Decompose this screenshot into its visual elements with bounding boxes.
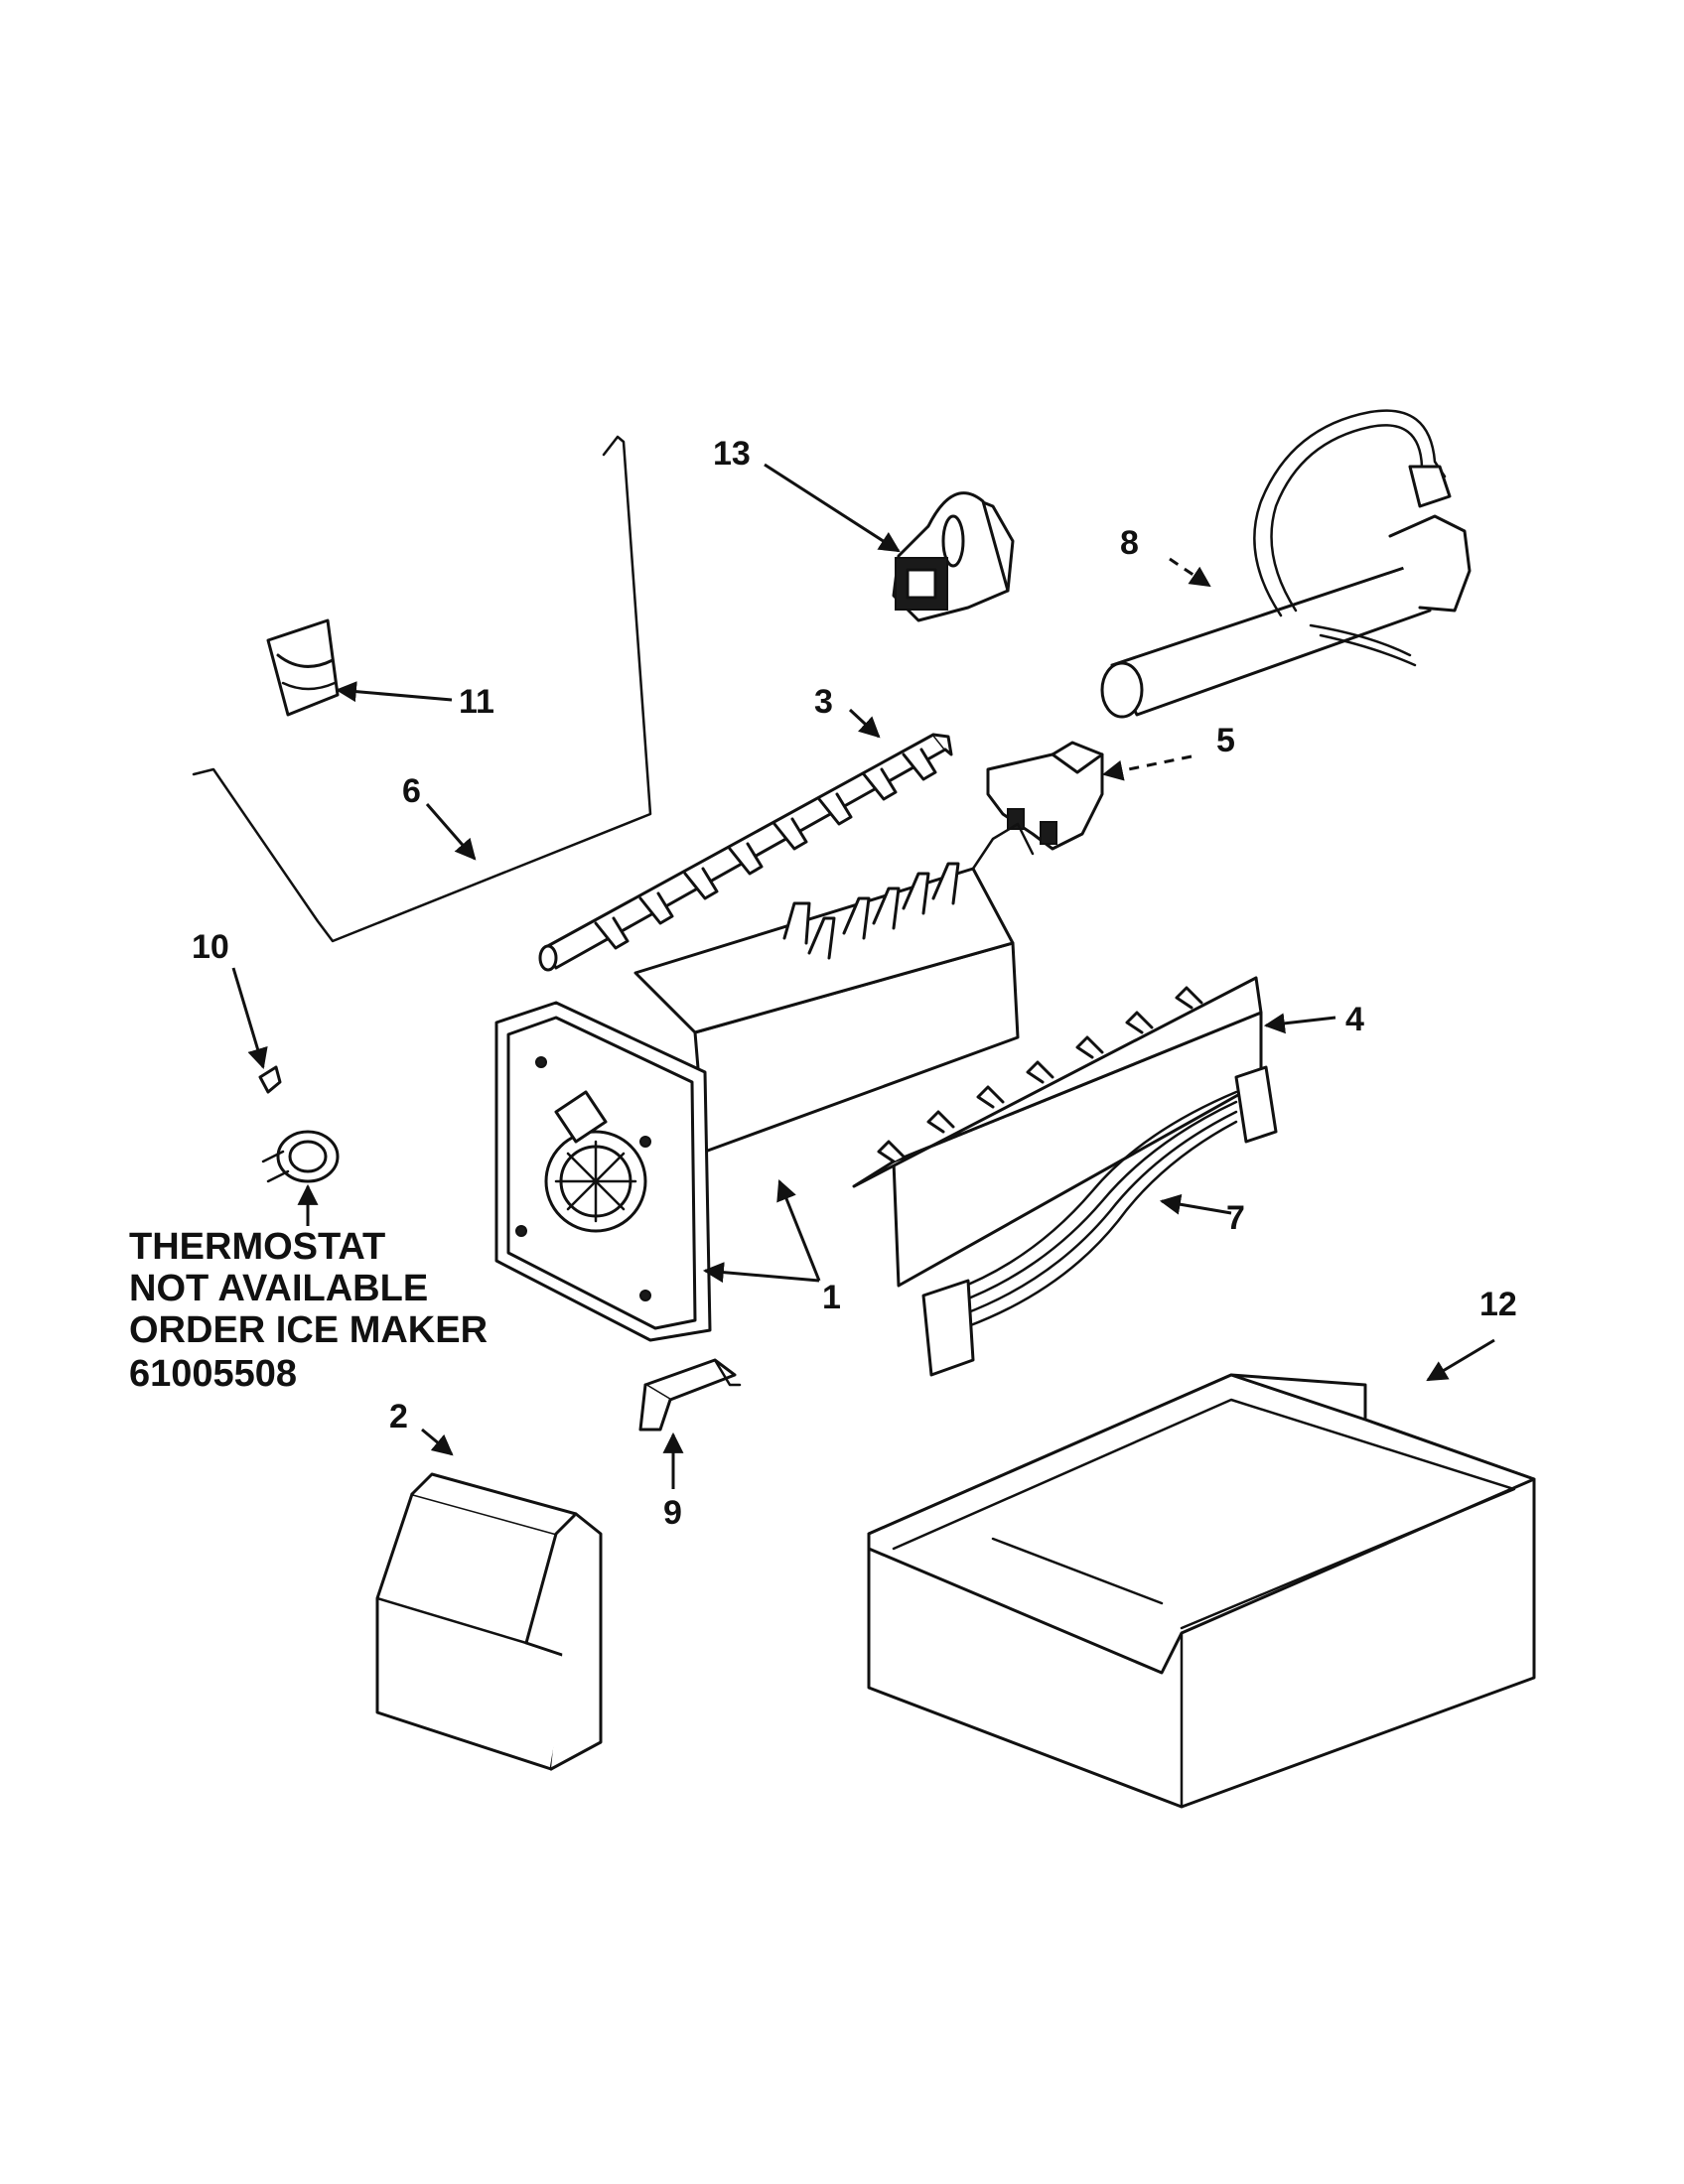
leader-4 <box>1263 1013 1336 1034</box>
callout-1: 1 <box>822 1279 841 1316</box>
callout-9: 9 <box>663 1494 682 1532</box>
part-3-ejector <box>538 733 953 972</box>
leader-12 <box>1426 1338 1495 1382</box>
leader-1a <box>702 1262 820 1284</box>
note-line-1: THERMOSTAT <box>129 1226 385 1268</box>
leader-6 <box>425 803 477 861</box>
part-10-thermostat <box>258 1065 340 1183</box>
note-line-2: NOT AVAILABLE <box>129 1268 428 1309</box>
note-part-number: 61005508 <box>129 1353 297 1395</box>
part-7-wire-harness <box>921 1065 1278 1377</box>
callout-5: 5 <box>1216 722 1235 759</box>
leader-7 <box>1159 1193 1232 1215</box>
callout-11: 11 <box>459 683 494 721</box>
callout-4: 4 <box>1345 1001 1364 1038</box>
leader-lines <box>231 463 1495 1489</box>
part-11-clip <box>266 618 340 717</box>
part-8-fill-tube <box>1100 409 1472 719</box>
part-9-clip <box>638 1358 742 1432</box>
part-13-cover <box>892 491 1015 622</box>
callout-6: 6 <box>402 772 421 810</box>
callout-7: 7 <box>1226 1199 1245 1237</box>
leader-3 <box>848 708 881 739</box>
callout-2: 2 <box>389 1398 408 1435</box>
callout-3: 3 <box>814 683 833 721</box>
leader-11 <box>335 681 453 703</box>
part-6-shutoff-arm <box>192 435 652 943</box>
leader-13 <box>764 463 901 553</box>
part-4-ice-stripper <box>852 976 1263 1288</box>
leader-8 <box>1169 557 1211 588</box>
callout-12: 12 <box>1479 1286 1517 1323</box>
part-12-ice-bin <box>867 1373 1536 1809</box>
part-5-bracket <box>986 741 1104 851</box>
callout-8: 8 <box>1120 524 1139 562</box>
callout-13: 13 <box>713 435 751 473</box>
part-2-cover <box>375 1472 603 1771</box>
callout-numbers: 13 8 11 3 5 6 10 4 7 1 12 2 9 <box>192 435 1517 1532</box>
leader-1b <box>776 1179 821 1282</box>
callout-10: 10 <box>192 928 229 966</box>
leader-10 <box>231 967 268 1070</box>
leader-5 <box>1101 754 1193 781</box>
thermostat-note: THERMOSTAT NOT AVAILABLE ORDER ICE MAKER… <box>129 1226 488 1395</box>
note-line-3: ORDER ICE MAKER <box>129 1309 488 1351</box>
part-1-ice-maker <box>494 822 1035 1342</box>
leader-2 <box>421 1428 454 1456</box>
